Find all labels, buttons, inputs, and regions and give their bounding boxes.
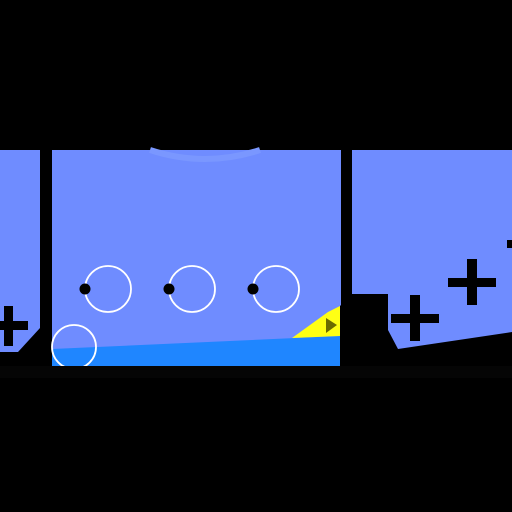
terrain-left (0, 328, 52, 366)
floor-shade (0, 366, 512, 378)
plus-icon (448, 259, 496, 305)
water-pool (52, 336, 340, 366)
plus-icon (507, 240, 512, 248)
play-arrow-icon (326, 318, 337, 333)
sky-panel-center (52, 150, 341, 366)
plus-icon (391, 295, 439, 341)
ring-icon (163, 265, 216, 313)
ring-icon (247, 265, 300, 313)
plus-icon (0, 306, 28, 346)
terrain-right-block (340, 294, 512, 366)
sky-highlight (149, 147, 261, 162)
left-notch (40, 262, 52, 272)
ring-icon (79, 265, 132, 313)
